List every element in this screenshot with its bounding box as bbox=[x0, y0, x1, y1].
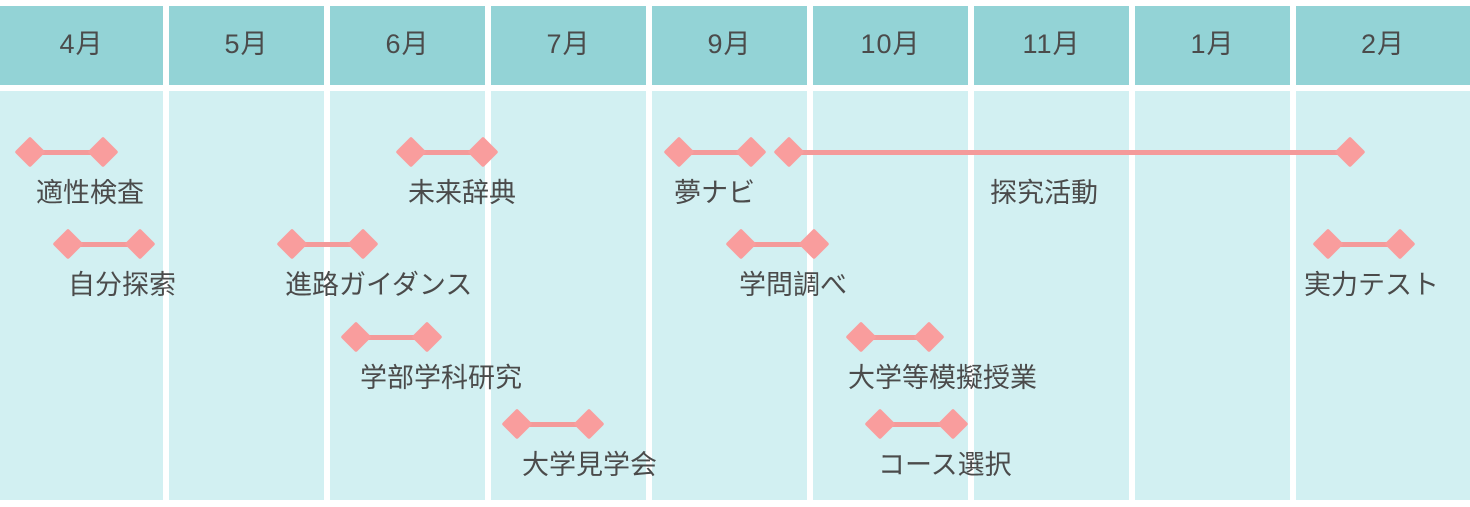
task-label: 適性検査 bbox=[36, 178, 144, 208]
task-bar bbox=[517, 422, 589, 427]
month-label: 4月 bbox=[59, 29, 104, 59]
month-body-cell bbox=[974, 91, 1129, 500]
task-bar bbox=[292, 242, 363, 247]
month-header-cell[interactable]: 7月 bbox=[491, 6, 646, 85]
month-label: 9月 bbox=[707, 29, 752, 59]
task-bar bbox=[741, 242, 814, 247]
month-header-cell[interactable]: 1月 bbox=[1135, 6, 1290, 85]
task-bar bbox=[789, 150, 1350, 155]
task-label: 進路ガイダンス bbox=[285, 270, 473, 300]
task-bar bbox=[679, 150, 751, 155]
task-label: 夢ナビ bbox=[674, 178, 755, 208]
month-label: 6月 bbox=[385, 29, 430, 59]
task-label: 大学等模擬授業 bbox=[848, 363, 1037, 393]
month-label: 7月 bbox=[546, 29, 591, 59]
month-header-cell[interactable]: 4月 bbox=[0, 6, 163, 85]
task-label: 自分探索 bbox=[68, 270, 176, 300]
month-body-cell bbox=[169, 91, 324, 500]
month-label: 1月 bbox=[1190, 29, 1235, 59]
month-header-row: 4月 5月 6月 7月 9月 10月 11月 1月 2月 bbox=[0, 0, 1470, 85]
month-body-cell bbox=[813, 91, 968, 500]
month-header-cell[interactable]: 9月 bbox=[652, 6, 807, 85]
task-label: 学問調べ bbox=[739, 270, 847, 300]
month-header-cell[interactable]: 2月 bbox=[1296, 6, 1470, 85]
month-label: 10月 bbox=[860, 29, 921, 59]
task-label: 探究活動 bbox=[990, 178, 1098, 208]
month-label: 2月 bbox=[1360, 29, 1406, 59]
month-body-cell bbox=[1296, 91, 1470, 500]
task-bar bbox=[1328, 242, 1400, 247]
month-header-cell[interactable]: 6月 bbox=[330, 6, 485, 85]
task-bar bbox=[411, 150, 483, 155]
task-label: コース選択 bbox=[878, 450, 1012, 480]
month-header-cell[interactable]: 5月 bbox=[169, 6, 324, 85]
task-label: 実力テスト bbox=[1304, 270, 1439, 300]
month-body-cell bbox=[491, 91, 646, 500]
month-header-cell[interactable]: 11月 bbox=[974, 6, 1129, 85]
month-label: 5月 bbox=[224, 29, 269, 59]
month-body-cell bbox=[1135, 91, 1290, 500]
task-label: 学部学科研究 bbox=[360, 363, 522, 393]
task-bar bbox=[861, 335, 929, 340]
month-label: 11月 bbox=[1022, 29, 1081, 59]
timeline-body bbox=[0, 91, 1470, 500]
task-bar bbox=[30, 150, 103, 155]
task-label: 未来辞典 bbox=[408, 178, 516, 208]
task-bar bbox=[68, 242, 140, 247]
task-bar bbox=[356, 335, 427, 340]
task-bar bbox=[880, 422, 953, 427]
month-header-cell[interactable]: 10月 bbox=[813, 6, 968, 85]
task-label: 大学見学会 bbox=[522, 450, 657, 480]
